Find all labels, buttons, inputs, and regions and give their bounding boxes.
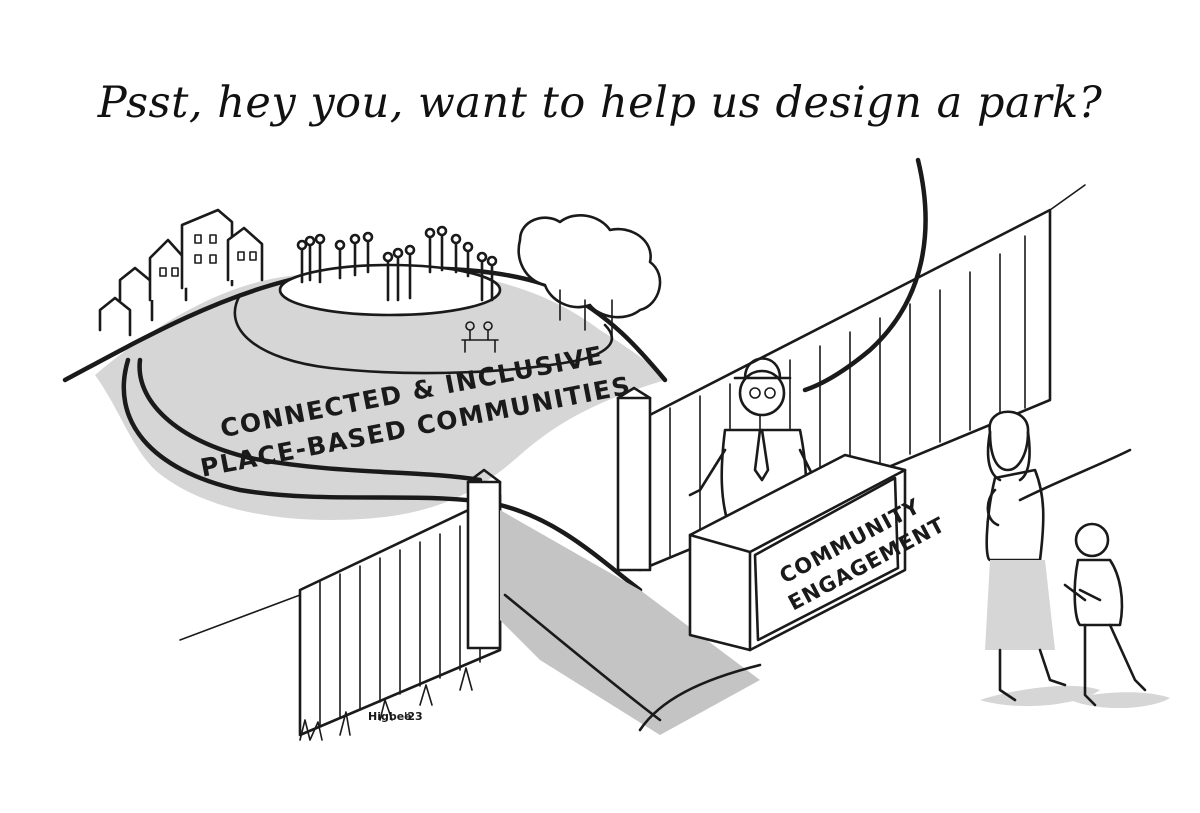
people-on-bench xyxy=(461,321,499,353)
ground-line xyxy=(1018,448,1132,502)
fence-left xyxy=(179,468,502,741)
town-buildings xyxy=(98,208,264,337)
trees xyxy=(517,214,662,336)
walkway xyxy=(500,510,762,735)
artist-signature: Higbee '23 xyxy=(368,710,423,723)
crowd-on-plaza xyxy=(296,225,498,302)
child-passerby xyxy=(1063,522,1170,709)
woman-passerby xyxy=(980,410,1100,707)
signature-name: Higbee xyxy=(368,710,412,723)
hill xyxy=(62,263,668,593)
signature-year: '23 xyxy=(404,710,423,723)
cartoon-caption: Psst, hey you, want to help us design a … xyxy=(97,78,1103,128)
speech-line xyxy=(802,157,928,393)
